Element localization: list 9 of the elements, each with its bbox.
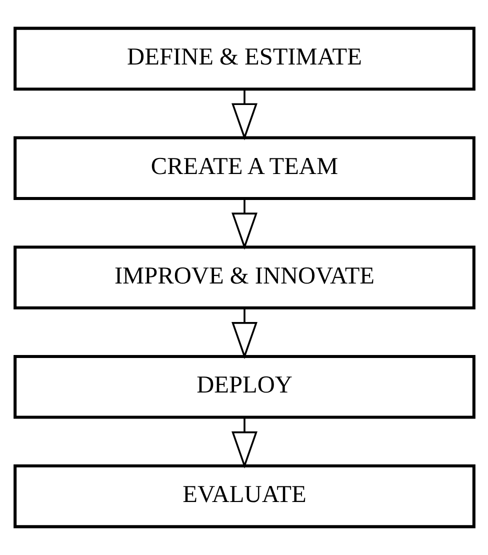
- node-box: CREATE A TEAM: [13, 136, 475, 200]
- arrow: [231, 417, 257, 469]
- arrow: [231, 198, 257, 250]
- node-box: IMPROVE & INNOVATE: [13, 246, 475, 310]
- node-box: DEFINE & ESTIMATE: [13, 26, 475, 91]
- arrow: [231, 308, 257, 360]
- arrow: [231, 89, 257, 140]
- node-box: EVALUATE: [13, 464, 475, 528]
- node-box: DEPLOY: [13, 354, 475, 419]
